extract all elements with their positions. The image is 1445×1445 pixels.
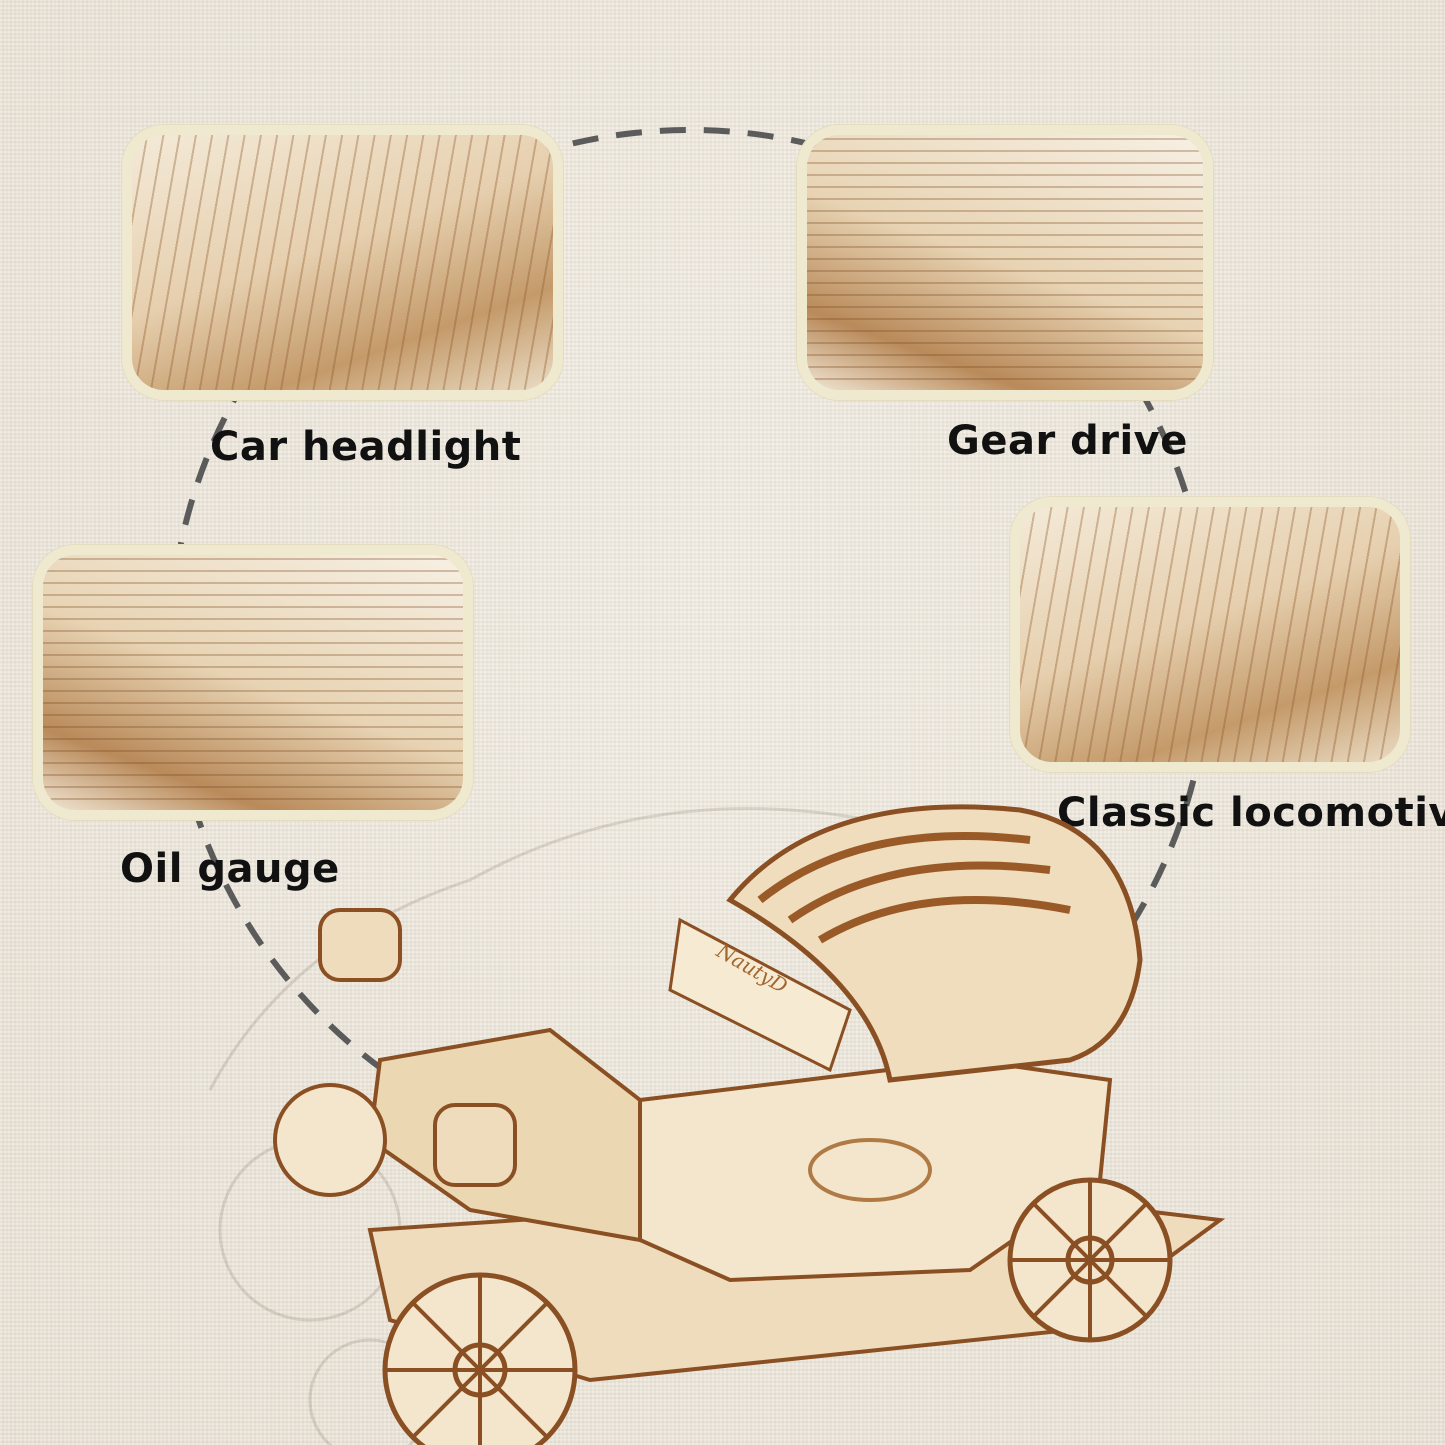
feature-photo-classic-locomotive <box>1010 497 1410 772</box>
feature-label-classic-locomotive: Classic locomotive <box>1057 790 1445 836</box>
wooden-car-model-image: NautyD <box>208 804 1226 1445</box>
wheel-rear <box>1007 1177 1173 1343</box>
wheel-front <box>382 1272 578 1445</box>
checkered-flag-emblem <box>808 1138 932 1202</box>
feature-label-gear-drive: Gear drive <box>947 418 1188 464</box>
feature-photo-oil-gauge <box>33 545 473 820</box>
feature-label-car-headlight: Car headlight <box>210 424 522 470</box>
headlight-left <box>318 908 402 982</box>
feature-photo-car-headlight <box>122 125 563 400</box>
feature-photo-gear-drive <box>797 125 1213 400</box>
wheel-back-left <box>273 1083 387 1197</box>
feature-label-oil-gauge: Oil gauge <box>120 846 340 892</box>
seat-panel <box>668 917 852 1073</box>
headlight-right <box>433 1103 517 1187</box>
car-roof <box>726 804 1143 1083</box>
